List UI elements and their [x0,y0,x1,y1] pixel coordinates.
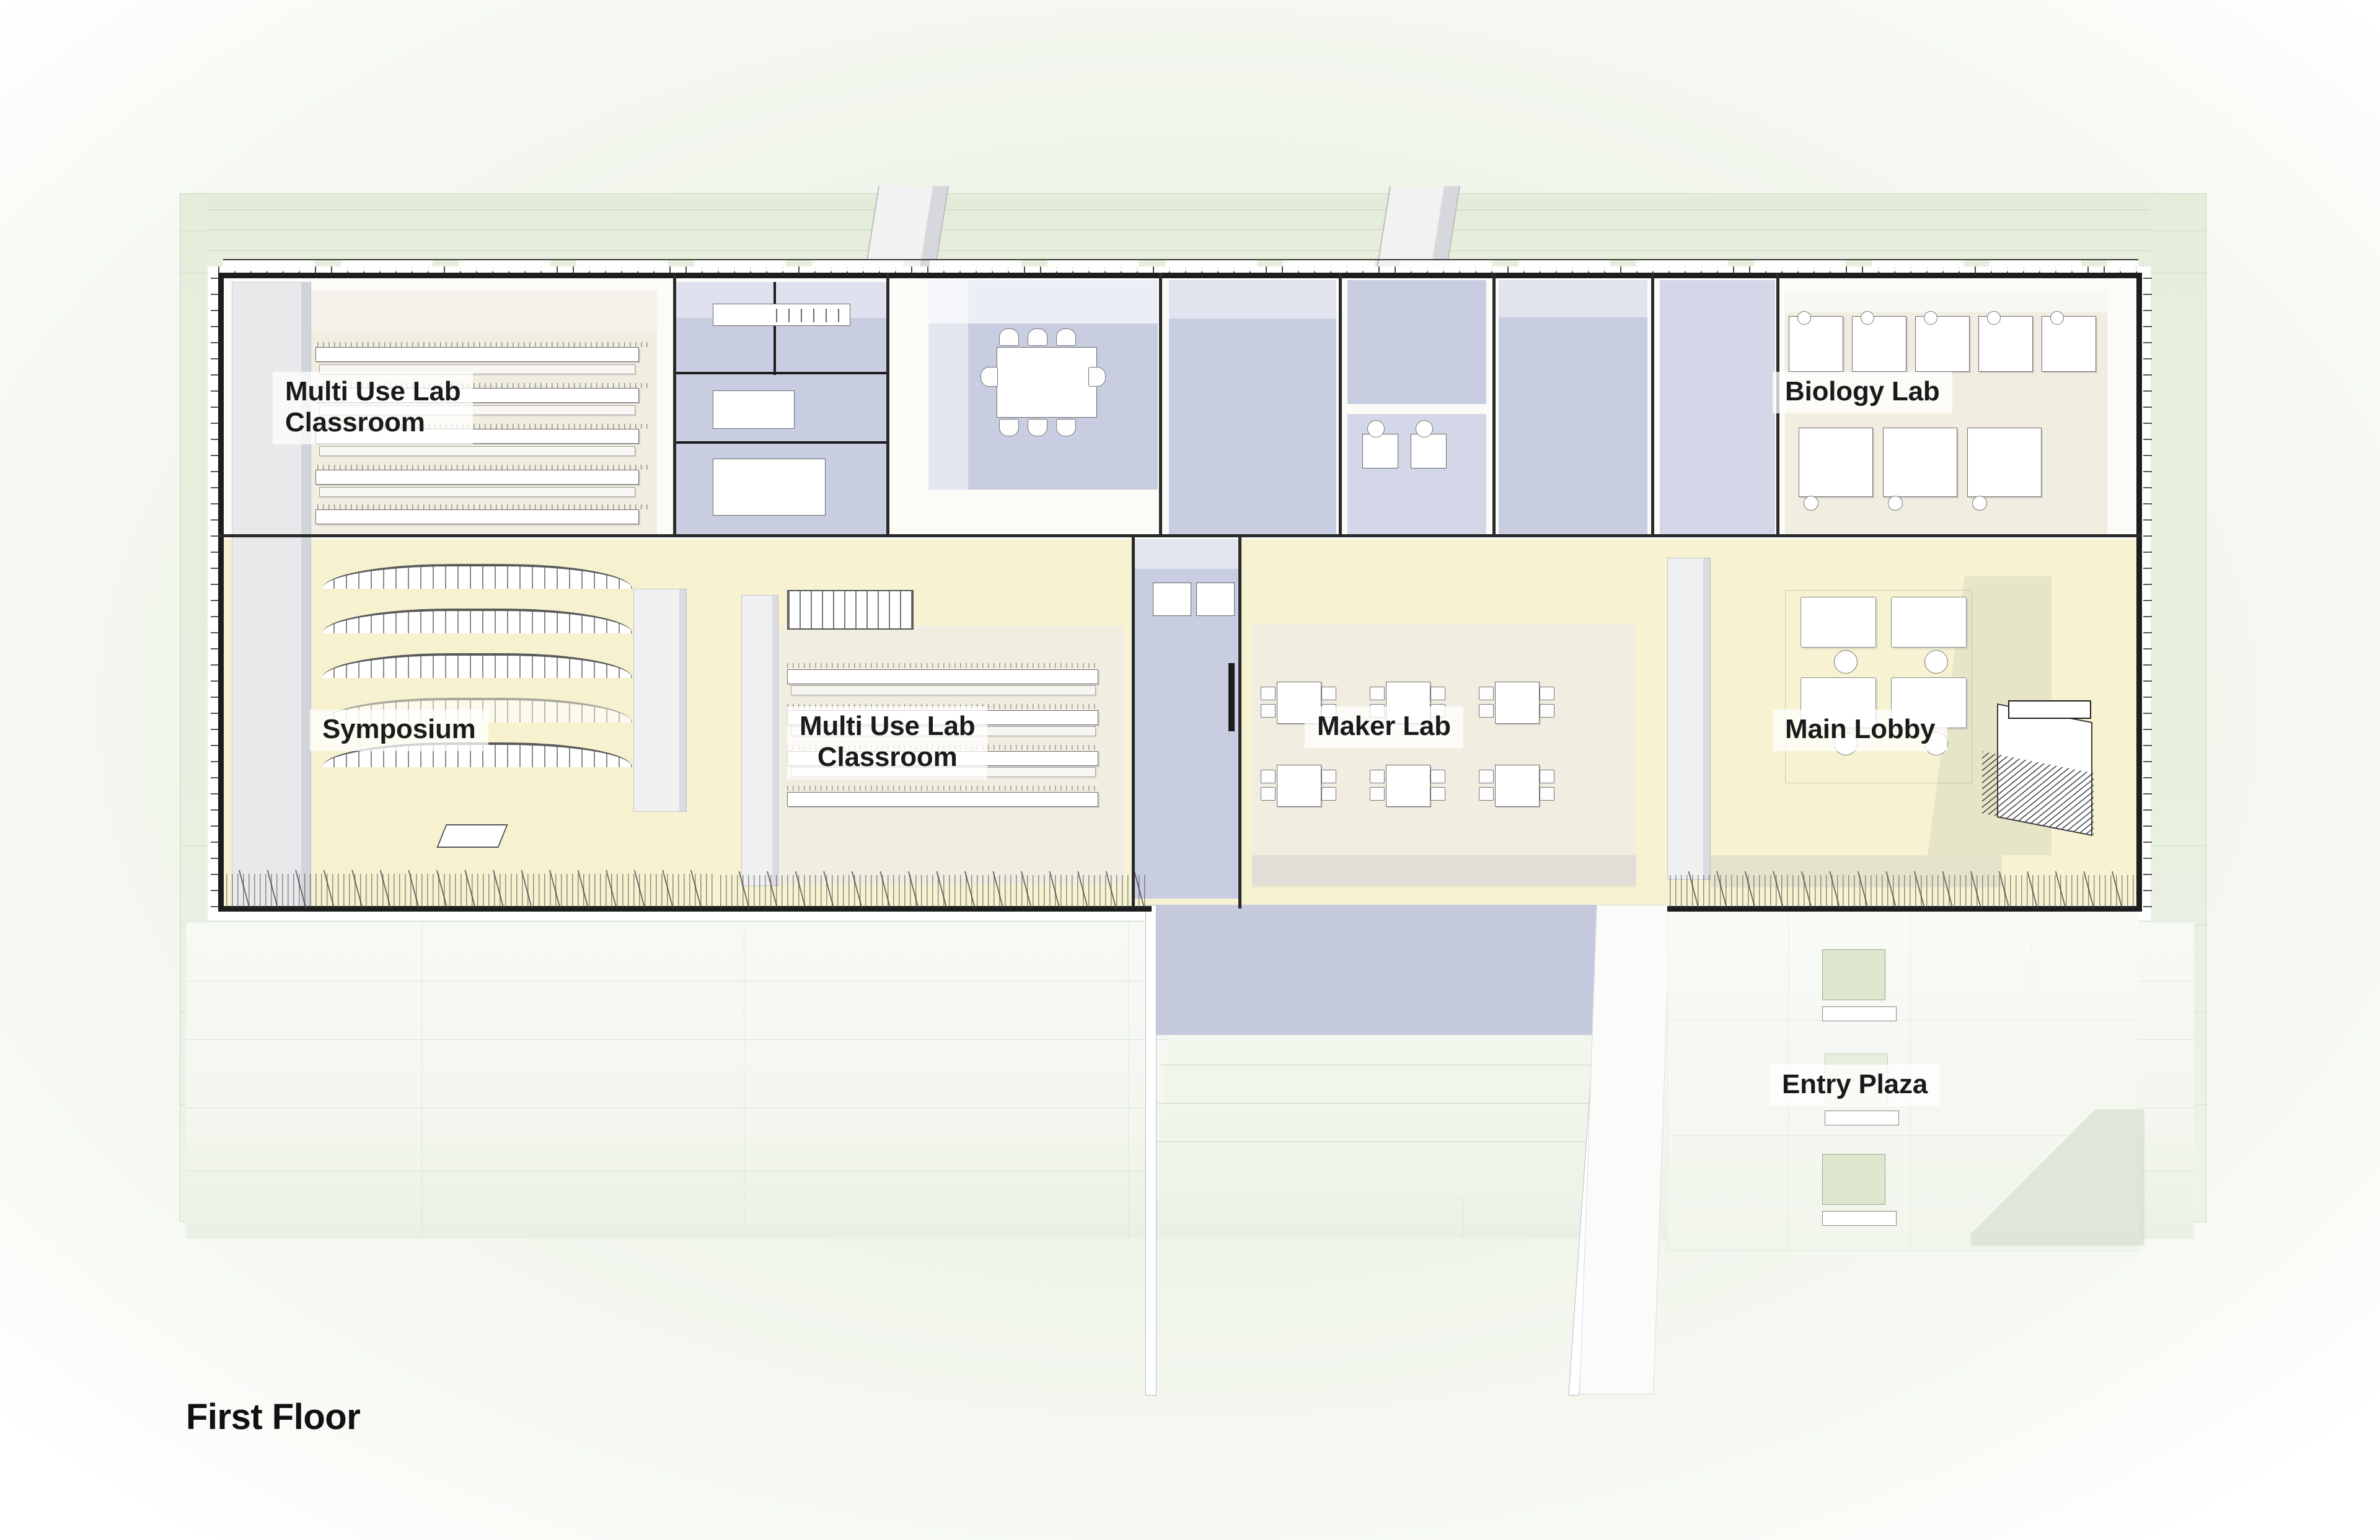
interior-wall-core-east [886,273,889,537]
conference-table [997,347,1097,418]
symposium-east-partition [633,589,687,812]
service-core-east [1499,280,1647,535]
interior-wall-south-core-east [1238,537,1241,909]
core-cabinet-row-3 [713,459,826,516]
west-glazing-mullions [211,278,219,909]
room-label-biology-lab: Biology Lab [1773,372,1952,414]
lobby-stair-landing [2008,700,2091,719]
interior-wall-conference-east [1159,273,1162,537]
service-core-center-shadow [1169,280,1336,319]
symposium-seat-row [322,564,632,589]
multi-use-lab-north-wall-shadow [310,290,657,331]
classroom-south-stair [787,590,914,630]
corridor-soffit-shadow [1252,855,1636,887]
south-mullions-center [720,871,1149,909]
symposium-seat-row [322,609,632,633]
plaza-bench [1825,1111,1899,1125]
south-mullions-west [221,870,715,909]
plaza-step-edge [1971,1109,2144,1246]
central-core-door [1228,663,1235,731]
interior-wall-restroom-east [1492,273,1496,537]
classroom-south-west-partition [741,595,778,886]
east-exterior-wall [2136,273,2142,911]
core-partition-b [676,441,886,444]
biology-bench-row-upper [1789,310,2105,390]
room-label-symposium: Symposium [310,710,488,752]
room-label-maker-lab: Maker Lab [1305,706,1463,749]
restroom-sink-b [1416,420,1433,438]
south-stepped-terrace [1154,1035,1650,1196]
page-title: First Floor [186,1397,361,1437]
interior-wall-service-east [1339,273,1342,537]
room-label-entry-plaza: Entry Plaza [1770,1065,1941,1107]
conference-chairs [981,328,1113,440]
plaza-bench [1822,1211,1897,1226]
room-label-main-lobby: Main Lobby [1773,710,1948,752]
interior-wall-south-core-west [1132,537,1135,909]
south-mullions-east [1670,871,2140,909]
south-exterior-wall-east [1667,906,2142,912]
south-courtyard-plaza [1154,905,1650,1035]
lobby-west-partition [1667,558,1711,880]
east-glazing-mullions [2143,278,2152,909]
central-core-south-shadow [1134,539,1240,569]
west-exterior-wall [218,273,224,911]
corridor-casework-a [1153,583,1191,616]
symposium-podium [436,824,508,848]
room-label-multi-use-lab-classroom-south: Multi Use Lab Classroom [787,706,988,780]
core-cabinet-row-2 [713,390,795,429]
symposium-seat-row [322,653,632,678]
restroom-fixture-b [1411,434,1447,469]
restroom-sink-a [1367,420,1385,438]
courtyard-wall-west [1145,905,1157,1396]
interior-wall-north-band [218,534,2142,537]
south-step-line [1158,1103,1647,1104]
core-partition-a [676,372,886,374]
north-window-panels [223,259,2138,271]
classroom-north-chairs [317,342,652,532]
interior-wall-classroom-n-east [673,273,676,537]
service-core-center [1169,280,1336,535]
conference-room-shadow-inner [928,280,968,490]
corridor-casework-b [1196,583,1235,616]
south-exterior-wall-west [218,906,718,912]
planter-box [1822,1154,1885,1205]
corridor-soffit-shadow [1711,855,2002,887]
biology-lab-upper-band [1785,290,2107,312]
interior-wall-stair-west [1651,273,1654,537]
south-exterior-wall-center [718,906,1152,912]
maker-lab-floor [1252,625,1636,885]
lobby-lounge-cluster [1785,590,1972,783]
planter-box [1822,949,1885,1000]
room-label-multi-use-lab-classroom-north: Multi Use Lab Classroom [273,372,474,445]
symposium-seating [322,564,645,812]
biology-bench-row-lower [1799,428,2090,527]
core-partition-c [774,282,776,375]
plaza-bench [1822,1006,1897,1021]
core-drawer-icons [776,309,850,322]
service-core-east-shadow [1499,280,1647,317]
stair-core-north [1660,280,1775,535]
north-exterior-wall [218,273,2142,278]
restroom-block-a [1347,280,1486,404]
restroom-fixture-a [1362,434,1398,469]
